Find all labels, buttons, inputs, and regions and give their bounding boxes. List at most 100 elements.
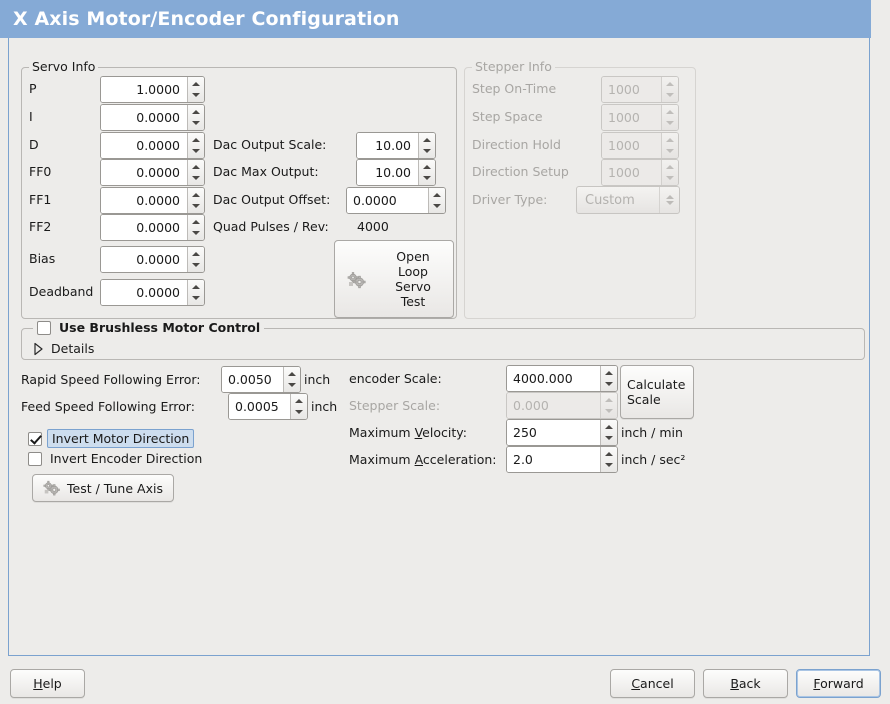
servo-input-deadband-value[interactable]: 0.0000 (101, 280, 187, 305)
spin-down-icon[interactable] (188, 146, 204, 159)
feed-speed-stepper[interactable] (290, 394, 307, 419)
spin-down-icon[interactable] (291, 407, 307, 420)
spin-up-icon[interactable] (419, 133, 435, 146)
back-button[interactable]: Back (703, 669, 788, 698)
spin-up-icon[interactable] (188, 105, 204, 118)
forward-button[interactable]: Forward (796, 669, 881, 698)
servo-input-i[interactable]: 0.0000 (100, 104, 205, 131)
invert-motor-direction-checkbox[interactable]: Invert Motor Direction (28, 429, 195, 448)
checkbox-box-icon[interactable] (37, 320, 51, 335)
servo-input-bias-value[interactable]: 0.0000 (101, 247, 187, 272)
spin-up-icon[interactable] (429, 188, 445, 201)
servo-input-p-stepper[interactable] (187, 77, 204, 102)
spin-down-icon[interactable] (419, 173, 435, 186)
rapid-speed-following-error-input[interactable]: 0.0050 (221, 366, 301, 393)
servo-input-ff1-stepper[interactable] (187, 188, 204, 213)
encoder-scale-value[interactable]: 4000.000 (507, 366, 600, 391)
servo-input-p[interactable]: 1.0000 (100, 76, 205, 103)
dac-output-offset-input[interactable]: 0.0000 (346, 187, 446, 214)
servo-input-ff1-value[interactable]: 0.0000 (101, 188, 187, 213)
servo-input-ff2[interactable]: 0.0000 (100, 214, 205, 241)
spin-down-icon[interactable] (188, 118, 204, 131)
dac-max-output-value[interactable]: 10.00 (357, 160, 418, 185)
spin-down-icon[interactable] (601, 433, 617, 446)
spin-down-icon[interactable] (601, 379, 617, 392)
feed-speed-following-error-value[interactable]: 0.0005 (229, 394, 290, 419)
spin-up-icon[interactable] (188, 280, 204, 293)
dac-output-offset-value[interactable]: 0.0000 (347, 188, 428, 213)
invert-encoder-direction-checkbox[interactable]: Invert Encoder Direction (28, 451, 202, 466)
maximum-acceleration-input[interactable]: 2.0 (506, 446, 618, 473)
calculate-scale-button[interactable]: Calculate Scale (620, 365, 694, 419)
dac-output-offset-stepper[interactable] (428, 188, 445, 213)
spin-up-icon[interactable] (188, 247, 204, 260)
test-tune-axis-button[interactable]: Test / Tune Axis (32, 474, 174, 502)
spin-up-icon[interactable] (601, 420, 617, 433)
feed-speed-unit: inch (311, 399, 338, 414)
spin-up-icon[interactable] (601, 447, 617, 460)
cancel-button[interactable]: Cancel (610, 669, 695, 698)
rapid-speed-following-error-value[interactable]: 0.0050 (222, 367, 283, 392)
spin-up-icon[interactable] (284, 367, 300, 380)
maximum-acceleration-stepper[interactable] (600, 447, 617, 472)
dac-output-scale-stepper[interactable] (418, 133, 435, 158)
spin-up-icon[interactable] (419, 160, 435, 173)
spin-up-icon[interactable] (188, 188, 204, 201)
servo-input-ff0-value[interactable]: 0.0000 (101, 160, 187, 185)
spin-up-icon[interactable] (188, 215, 204, 228)
spin-up-icon[interactable] (188, 160, 204, 173)
spin-down-icon[interactable] (188, 90, 204, 103)
dac-output-scale-input[interactable]: 10.00 (356, 132, 436, 159)
help-button[interactable]: Help (10, 669, 85, 698)
servo-input-deadband[interactable]: 0.0000 (100, 279, 205, 306)
dac-output-scale-value[interactable]: 10.00 (357, 133, 418, 158)
servo-input-i-value[interactable]: 0.0000 (101, 105, 187, 130)
maximum-velocity-value[interactable]: 250 (507, 420, 600, 445)
maximum-velocity-input[interactable]: 250 (506, 419, 618, 446)
spin-down-icon[interactable] (284, 380, 300, 393)
servo-input-deadband-stepper[interactable] (187, 280, 204, 305)
details-expander[interactable]: Details (33, 341, 94, 356)
page-title: X Axis Motor/Encoder Configuration (13, 8, 400, 30)
servo-input-bias[interactable]: 0.0000 (100, 246, 205, 273)
spin-down-icon[interactable] (188, 201, 204, 214)
maximum-acceleration-value[interactable]: 2.0 (507, 447, 600, 472)
encoder-scale-stepper[interactable] (600, 366, 617, 391)
spin-down-icon[interactable] (188, 173, 204, 186)
servo-input-i-stepper[interactable] (187, 105, 204, 130)
feed-speed-following-error-input[interactable]: 0.0005 (228, 393, 308, 420)
open-loop-servo-test-button[interactable]: Open Loop Servo Test (334, 240, 454, 318)
triangle-right-icon[interactable] (33, 342, 43, 355)
servo-input-d-stepper[interactable] (187, 133, 204, 158)
spin-down-icon[interactable] (188, 228, 204, 241)
spin-up-icon[interactable] (291, 394, 307, 407)
servo-input-ff0[interactable]: 0.0000 (100, 159, 205, 186)
servo-input-ff2-value[interactable]: 0.0000 (101, 215, 187, 240)
spin-up-icon[interactable] (188, 133, 204, 146)
spin-up-icon[interactable] (601, 366, 617, 379)
rapid-speed-stepper[interactable] (283, 367, 300, 392)
servo-input-d[interactable]: 0.0000 (100, 132, 205, 159)
spin-down-icon[interactable] (429, 201, 445, 214)
details-label: Details (51, 341, 95, 356)
spin-up-icon[interactable] (188, 77, 204, 90)
encoder-scale-input[interactable]: 4000.000 (506, 365, 618, 392)
spin-down-icon[interactable] (601, 460, 617, 473)
spin-down-icon[interactable] (419, 146, 435, 159)
checkbox-box-icon[interactable] (28, 431, 42, 446)
dac-max-output-input[interactable]: 10.00 (356, 159, 436, 186)
servo-input-ff0-stepper[interactable] (187, 160, 204, 185)
checkbox-box-icon[interactable] (28, 451, 42, 466)
use-brushless-motor-control-checkbox[interactable]: Use Brushless Motor Control (33, 320, 265, 335)
servo-input-bias-stepper[interactable] (187, 247, 204, 272)
spin-down-icon[interactable] (188, 260, 204, 273)
maximum-acceleration-label-post: cceleration: (422, 452, 497, 467)
servo-input-d-value[interactable]: 0.0000 (101, 133, 187, 158)
spin-down-icon[interactable] (188, 293, 204, 306)
dac-max-output-stepper[interactable] (418, 160, 435, 185)
servo-input-ff2-stepper[interactable] (187, 215, 204, 240)
spin-up-icon (662, 160, 678, 173)
maximum-velocity-stepper[interactable] (600, 420, 617, 445)
servo-input-ff1[interactable]: 0.0000 (100, 187, 205, 214)
servo-input-p-value[interactable]: 1.0000 (101, 77, 187, 102)
